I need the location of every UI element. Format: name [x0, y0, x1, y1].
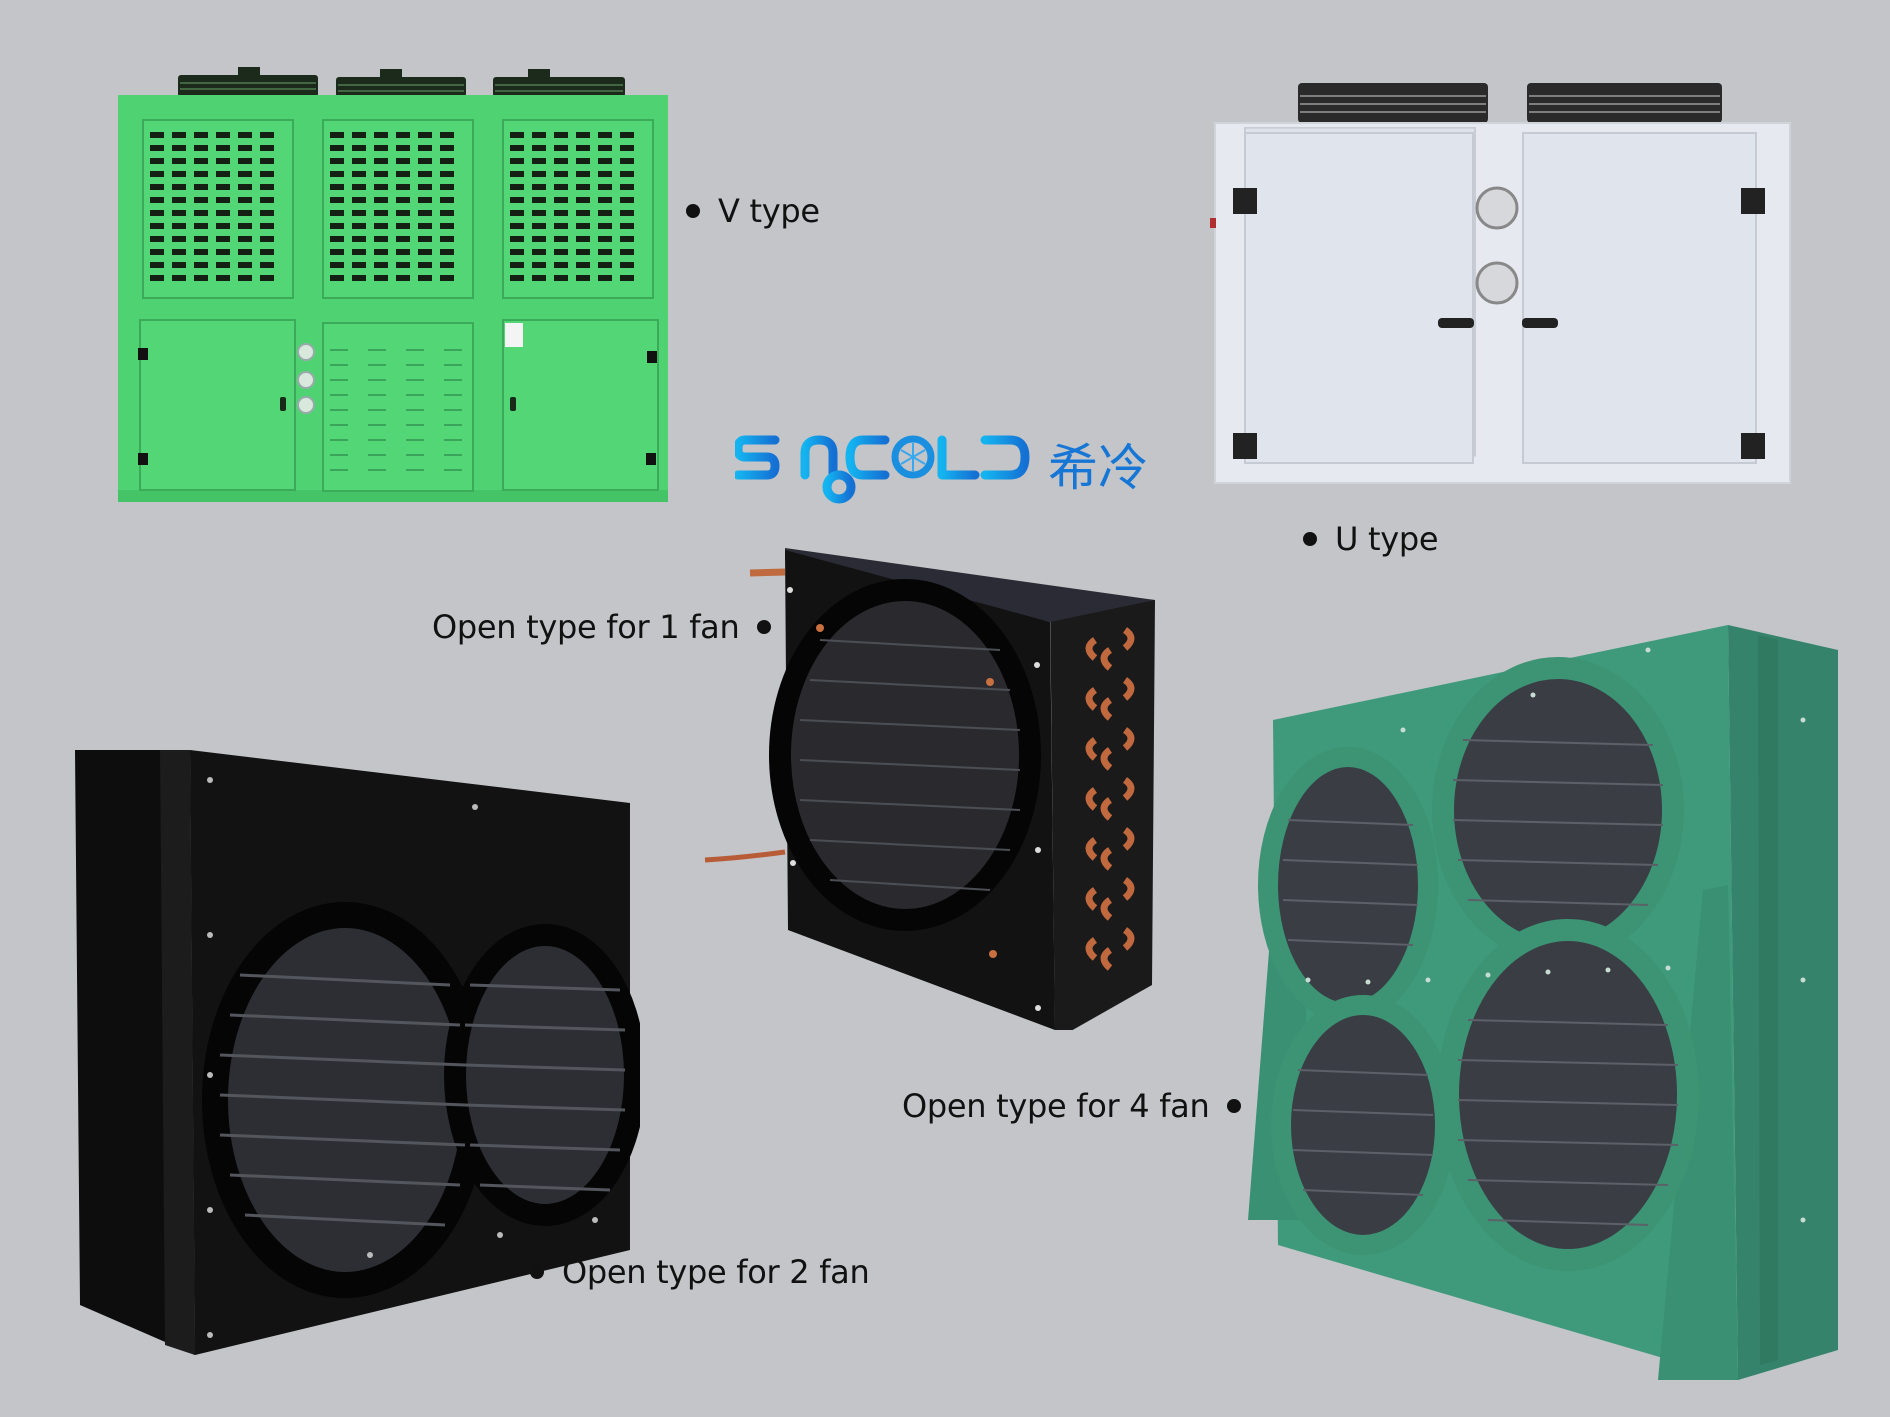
product-image-open-4-fan: [1248, 620, 1848, 1400]
product-image-open-1-fan: [700, 540, 1160, 1030]
bullet-dot-icon: [1227, 1099, 1242, 1113]
bullet-dot-icon: [530, 1265, 544, 1279]
bullet-dot-icon: [686, 204, 700, 218]
snowflake-icon: [891, 435, 935, 479]
label-u-type-text: U type: [1335, 520, 1439, 558]
bullet-dot-icon: [1303, 532, 1317, 546]
bullet-dot-icon: [757, 620, 772, 634]
label-v-type: V type: [686, 192, 820, 230]
label-open-1-fan-text: Open type for 1 fan: [432, 608, 740, 646]
product-image-u-type: [1200, 78, 1810, 498]
brand-logo: [735, 425, 1155, 505]
brand-logo-chinese: 希冷: [1048, 439, 1148, 497]
label-open-1-fan: Open type for 1 fan: [432, 608, 772, 646]
label-open-4-fan-text: Open type for 4 fan: [902, 1087, 1210, 1125]
label-open-4-fan: Open type for 4 fan: [902, 1087, 1242, 1125]
label-u-type: U type: [1303, 520, 1439, 558]
label-open-2-fan: Open type for 2 fan: [530, 1253, 870, 1291]
label-open-2-fan-text: Open type for 2 fan: [562, 1253, 870, 1291]
product-image-v-type: [118, 65, 673, 505]
label-v-type-text: V type: [718, 192, 820, 230]
product-image-open-2-fan: [70, 745, 640, 1365]
